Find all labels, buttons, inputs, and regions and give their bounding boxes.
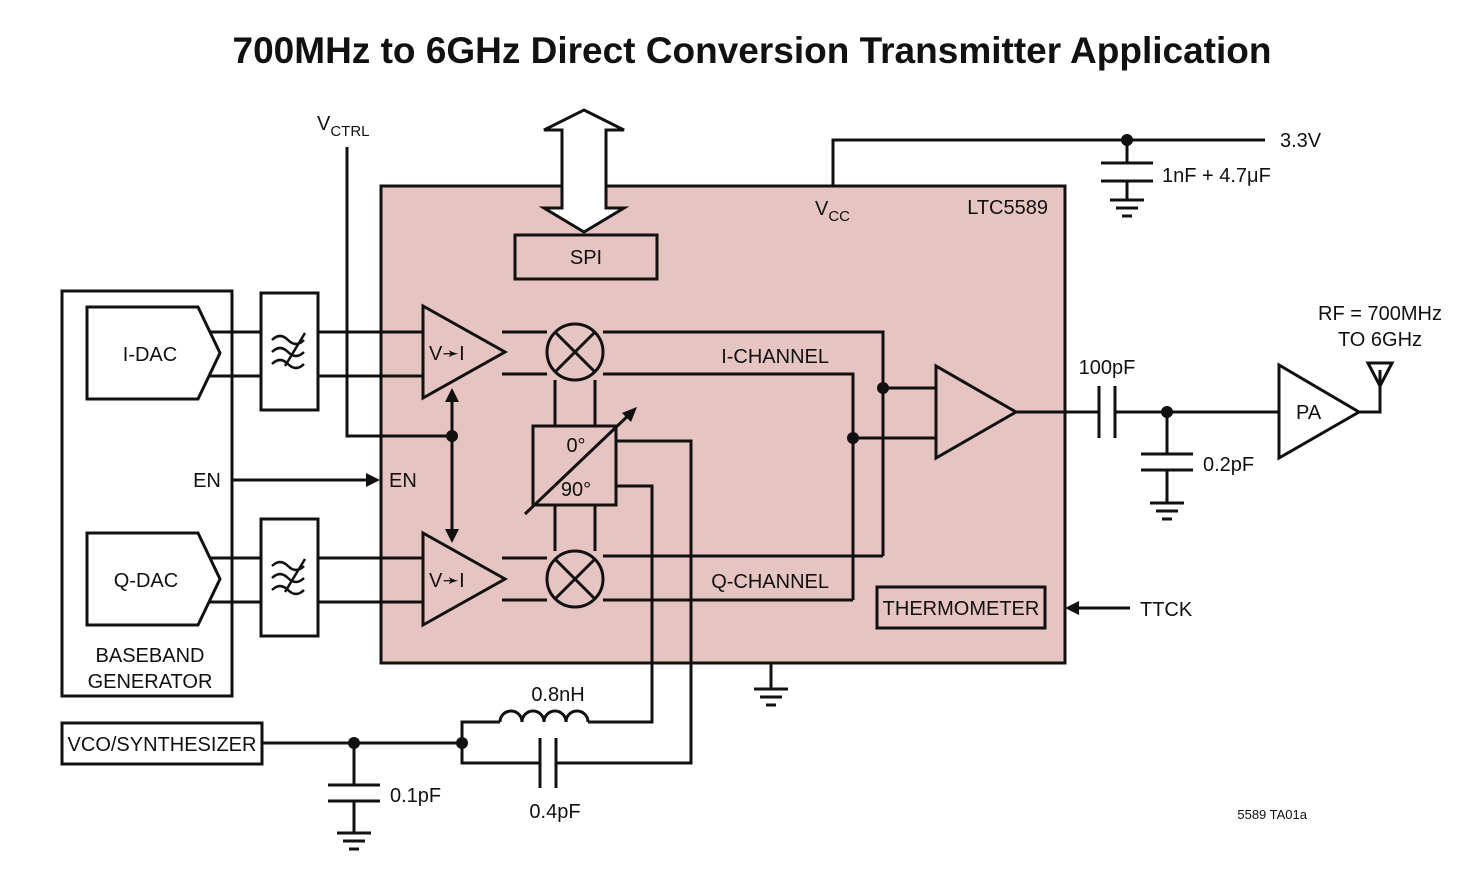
pa-label: PA [1296,402,1322,424]
ttck-arrowhead [1065,601,1079,615]
antenna-icon [1365,361,1395,387]
figure-id: 5589 TA01a [1237,807,1307,822]
i-channel-label: I-CHANNEL [721,346,829,368]
i-lowpass-filter [259,291,320,412]
q-v-to-i-label: V➛I [429,570,465,592]
phase-adjust-arrow-line [523,409,635,516]
inductor-branch-wire [460,720,500,743]
antenna-wire [1359,370,1382,414]
cap-branch-wire [460,743,540,765]
q-baseband-wires [210,556,423,604]
i-dac-block [85,305,222,401]
ttck-label: TTCK [1140,599,1193,621]
inductor-label: 0.8nH [531,684,584,706]
chip-part-number: LTC5589 [967,197,1048,219]
q-channel-label: Q-CHANNEL [711,571,829,593]
i-channel-wires [502,330,885,600]
q-dac-label: Q-DAC [114,570,178,592]
cap-to-phase-wire [556,439,693,765]
shunt-ground-icon [1150,501,1184,521]
thermometer-label: THERMOMETER [883,598,1040,620]
combiner-to-amp-wires [853,386,936,440]
i-mixer-icon [545,322,605,382]
phase-adjust-arrowhead [622,407,637,422]
q-channel-wires [502,554,883,602]
spi-bus-arrow [538,108,630,234]
shunt-cap-label: 0.2pF [1203,454,1254,476]
q-dac-block [85,531,222,627]
i-v-to-i-label: V➛I [429,343,465,365]
vctrl-wire [345,147,452,438]
chip-ground-icon [754,687,788,707]
spi-block [513,233,659,281]
q-mixer-icon [545,549,605,609]
lo-shunt-cap-label: 0.1pF [390,785,441,807]
q-v-to-i-amplifier [421,530,509,628]
vcc-pin-label: VCC [815,198,850,225]
q-filter-icon [271,558,307,596]
spi-label: SPI [570,247,602,269]
phase-90-label: 90° [561,479,591,501]
decoupling-cap-label: 1nF + 4.7μF [1162,165,1271,187]
i-baseband-wires [210,330,423,378]
inductor-to-phase-wire [588,484,654,724]
diagram-title: 700MHz to 6GHz Direct Conversion Transmi… [233,30,1272,71]
en-arrowhead [366,473,380,487]
rf-range-line1: RF = 700MHz [1318,303,1442,325]
phase-0-label: 0° [566,435,585,457]
baseband-label-line1: BASEBAND [96,645,205,667]
baseband-en-label: EN [193,470,221,492]
q-lowpass-filter [259,517,320,638]
i-dac-label: I-DAC [123,344,177,366]
supply-voltage-label: 3.3V [1280,130,1322,152]
inductor-icon [498,709,590,723]
rf-output-amplifier [934,363,1020,461]
coupling-cap-label: 100pF [1079,357,1136,379]
vctrl-label: VCTRL [317,113,370,140]
decoupling-ground-icon [1110,198,1144,218]
thermometer-block [875,585,1047,630]
series-cap-label: 0.4pF [529,801,580,823]
i-filter-icon [271,332,307,370]
phase-to-mixer-wires [553,380,597,551]
gain-control-arrow-down [445,529,459,543]
gain-control-arrow-up [445,388,459,402]
lo-shunt-ground-icon [337,831,371,851]
rf-range-line2: TO 6GHz [1338,329,1422,351]
vco-synthesizer-block [60,721,264,766]
i-v-to-i-amplifier [421,303,509,401]
vco-synthesizer-label: VCO/SYNTHESIZER [68,734,257,756]
power-amplifier [1277,362,1362,461]
chip-en-label: EN [389,470,417,492]
baseband-label-line2: GENERATOR [88,671,213,693]
